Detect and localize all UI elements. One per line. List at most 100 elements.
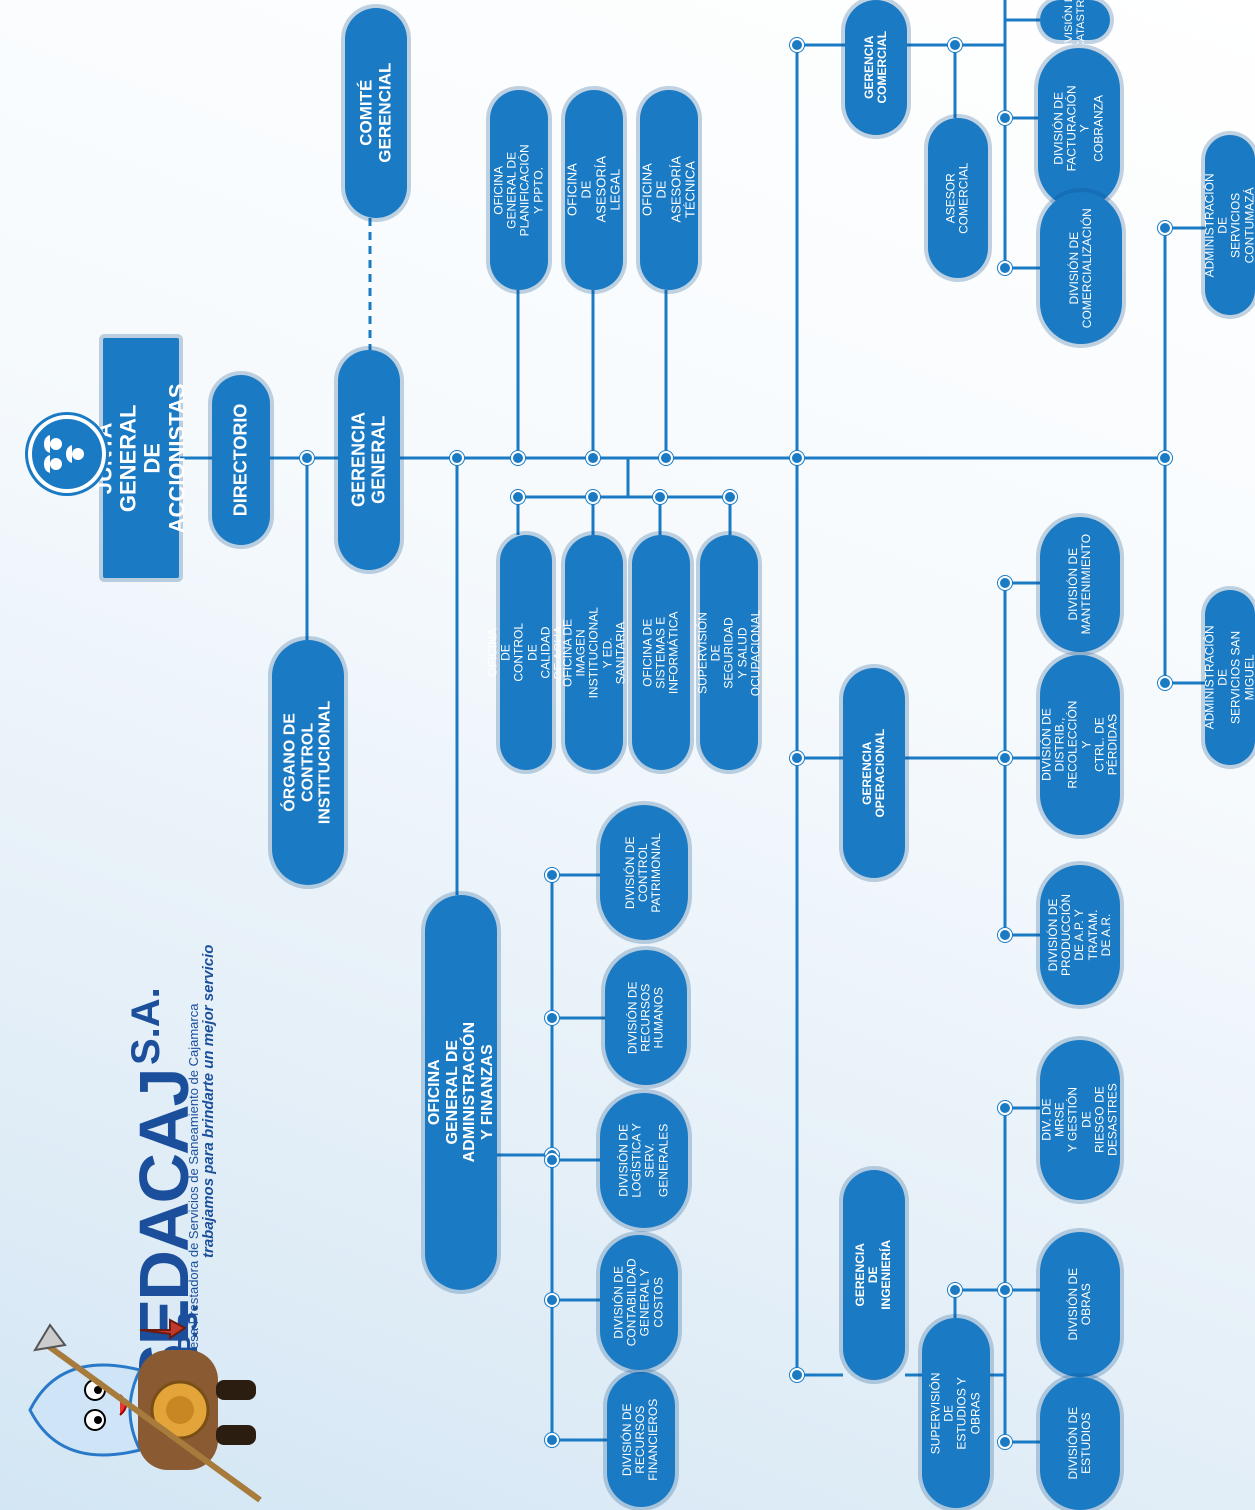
org-box-gerencia-general: GERENCIA GENERAL xyxy=(338,350,400,570)
org-box-mantenimiento: DIVISIÓN DE MANTENIMIENTO xyxy=(1040,517,1120,652)
junction-dot xyxy=(545,1293,559,1307)
org-box-seguridad: SUPERVISIÓN DE SEGURIDAD Y SALUD OCUPACI… xyxy=(695,535,762,770)
org-box-label: OFICINA GENERAL DE ADMINISTRACIÓN Y FINA… xyxy=(425,1022,496,1163)
junction-dot xyxy=(450,451,464,465)
org-box-comite: COMITÉ GERENCIAL xyxy=(345,8,407,218)
org-box-label: DIV. DE MRSE Y GESTIÓN DE RIESGO DE DESA… xyxy=(1039,1083,1120,1157)
org-box-label: GERENCIA OPERACIONAL xyxy=(859,728,888,818)
org-box-label: OFICINA DE ASESORÍA TÉCNICA xyxy=(639,156,698,223)
junction-dot xyxy=(998,1283,1012,1297)
org-box-obras: DIVISIÓN DE OBRAS xyxy=(1040,1232,1120,1377)
junction-dot xyxy=(545,1011,559,1025)
org-box-label: DIVISIÓN DE FACTURACIÓN Y COBRANZA xyxy=(1051,84,1106,172)
org-box-imagen: OFICINA DE IMAGEN INSTITUCIONAL Y ED. SA… xyxy=(560,535,627,770)
org-box-label: ADMINISTRACIÓN DE SERVICIOS SAN MIGUEL xyxy=(1202,625,1255,730)
junction-dot xyxy=(998,1435,1012,1449)
org-box-logistica: DIVISIÓN DE LOGÍSTICA Y SERV. GENERALES xyxy=(600,1093,688,1228)
org-box-recursos-humanos: DIVISIÓN DE RECURSOS HUMANOS xyxy=(605,950,687,1085)
junction-dot xyxy=(545,1433,559,1447)
junction-dot xyxy=(998,111,1012,125)
org-box-label: DIVISIÓN DE MANTENIMIENTO xyxy=(1065,534,1094,635)
org-box-label: GERENCIA DE INGENIERÍA xyxy=(853,1239,894,1311)
org-box-label: SUPERVISIÓN DE SEGURIDAD Y SALUD OCUPACI… xyxy=(695,609,762,696)
org-box-control-patrimonial: DIVISIÓN DE CONTROL PATRIMONIAL xyxy=(600,805,688,940)
junction-dot xyxy=(1158,221,1172,235)
org-box-label: GERENCIA COMERCIAL xyxy=(861,31,890,104)
org-box-label: DIVISIÓN DE CONTROL PATRIMONIAL xyxy=(623,832,664,913)
org-box-label: SUPERVISIÓN DE ESTUDIOS Y OBRAS xyxy=(928,1372,983,1454)
org-box-mrse: DIV. DE MRSE Y GESTIÓN DE RIESGO DE DESA… xyxy=(1039,1040,1120,1200)
org-box-label: OFICINA DE IMAGEN INSTITUCIONAL Y ED. SA… xyxy=(560,606,627,698)
org-box-asesor-comercial: ASESOR COMERCIAL xyxy=(928,118,988,278)
junction-dot xyxy=(998,1101,1012,1115)
org-box-gerencia-operacional: GERENCIA OPERACIONAL xyxy=(843,668,905,878)
junction-dot xyxy=(511,451,525,465)
org-box-san-miguel: ADMINISTRACIÓN DE SERVICIOS SAN MIGUEL xyxy=(1202,590,1255,765)
org-box-label: DIVISIÓN DE COMERCIALIZACIÓN xyxy=(1066,207,1095,329)
junction-dot xyxy=(790,1368,804,1382)
org-box-junta: JUNTA GENERAL DE ACCIONISTAS xyxy=(92,338,189,578)
org-box-label: ADMINISTRACIÓN DE SERVICIOS CONTUMAZÁ xyxy=(1202,172,1255,278)
org-box-catastro: DIVISIÓN DE CATASTRO xyxy=(1040,0,1110,53)
org-box-label: COMITÉ GERENCIAL xyxy=(356,62,395,164)
org-box-label: DIVISIÓN DE RECURSOS FINANCIEROS xyxy=(620,1398,661,1481)
org-box-directorio: DIRECTORIO xyxy=(212,375,270,545)
org-box-label: DIVISIÓN DE PRODUCCIÓN DE A.P. Y TRATAM.… xyxy=(1046,893,1113,977)
org-box-label: DIVISIÓN DE RECURSOS HUMANOS xyxy=(625,981,666,1054)
junction-dot xyxy=(1158,451,1172,465)
junction-dot xyxy=(948,1283,962,1297)
junction-dot xyxy=(998,576,1012,590)
org-box-label: DIVISIÓN DE OBRAS xyxy=(1065,1268,1093,1341)
junction-dot xyxy=(948,38,962,52)
org-box-produccion: DIVISIÓN DE PRODUCCIÓN DE A.P. Y TRATAM.… xyxy=(1040,865,1120,1005)
junction-dot xyxy=(790,751,804,765)
junction-dot xyxy=(545,868,559,882)
brand-slogan: trabajamos para brindarte un mejor servi… xyxy=(200,944,217,1258)
org-box-label: DIRECTORIO xyxy=(230,403,251,517)
org-box-facturacion: DIVISIÓN DE FACTURACIÓN Y COBRANZA xyxy=(1038,48,1120,208)
junction-dot xyxy=(790,38,804,52)
org-box-calidad-agua: OFICINA DE CONTROL DE CALIDAD DE AGUA xyxy=(485,535,565,770)
org-box-label: ÓRGANO DE CONTROL INSTITUCIONAL xyxy=(281,700,334,825)
junction-dot xyxy=(998,928,1012,942)
junction-dot xyxy=(300,451,314,465)
org-box-label: DIVISIÓN DE CATASTRO xyxy=(1062,0,1087,54)
org-box-distribucion: DIVISIÓN DE DISTRIB., RECOLECCIÓN Y CTRL… xyxy=(1039,655,1120,835)
junction-dot xyxy=(998,261,1012,275)
org-box-label: OFICINA DE ASESORÍA LEGAL xyxy=(564,156,623,223)
org-box-label: OFICINA GENERAL DE PLANIFICACIÓN Y PPTO. xyxy=(491,143,546,237)
junction-dot xyxy=(545,1153,559,1167)
company-logo: E.P.S. SEDACAJ S.A. Empresa Prestadora d… xyxy=(112,0,232,1510)
junction-dot xyxy=(998,751,1012,765)
org-box-label: DIVISIÓN DE CONTABILIDAD GENERAL Y COSTO… xyxy=(611,1258,666,1347)
shareholders-icon xyxy=(28,415,106,493)
junction-dot xyxy=(723,490,737,504)
junction-dot xyxy=(1158,676,1172,690)
org-box-asesoria-tecnica: OFICINA DE ASESORÍA TÉCNICA xyxy=(639,90,698,290)
org-box-contabilidad: DIVISIÓN DE CONTABILIDAD GENERAL Y COSTO… xyxy=(600,1235,678,1370)
junction-dot xyxy=(790,451,804,465)
org-box-label: JUNTA GENERAL DE ACCIONISTAS xyxy=(92,383,190,533)
org-box-asesoria-legal: OFICINA DE ASESORÍA LEGAL xyxy=(564,90,623,290)
org-box-label: OFICINA DE CONTROL DE CALIDAD DE AGUA xyxy=(485,622,566,682)
org-box-estudios: DIVISIÓN DE ESTUDIOS xyxy=(1040,1377,1120,1510)
org-box-label: DIVISIÓN DE ESTUDIOS xyxy=(1065,1407,1093,1480)
org-box-label: GERENCIA GENERAL xyxy=(348,412,388,508)
org-box-label: OFICINA DE SISTEMAS E INFORMÁTICA xyxy=(640,611,681,694)
mascot-illustration xyxy=(28,1318,262,1503)
org-box-label: ASESOR COMERCIAL xyxy=(943,162,971,234)
org-box-gerencia-comercial: GERENCIA COMERCIAL xyxy=(845,0,907,135)
org-box-label: DIVISIÓN DE DISTRIB., RECOLECCIÓN Y CTRL… xyxy=(1039,700,1120,790)
brand-suffix: S.A. xyxy=(124,987,168,1065)
junction-dot xyxy=(586,451,600,465)
junction-dot xyxy=(653,490,667,504)
org-box-label: DIVISIÓN DE LOGÍSTICA Y SERV. GENERALES xyxy=(616,1123,671,1198)
org-box-sistemas: OFICINA DE SISTEMAS E INFORMÁTICA xyxy=(632,535,690,770)
org-box-planificacion: OFICINA GENERAL DE PLANIFICACIÓN Y PPTO. xyxy=(490,90,548,290)
org-box-recursos-financieros: DIVISIÓN DE RECURSOS FINANCIEROS xyxy=(607,1372,675,1507)
junction-dot xyxy=(586,490,600,504)
org-box-comercializacion: DIVISIÓN DE COMERCIALIZACIÓN xyxy=(1040,192,1122,344)
org-box-admin-finanzas: OFICINA GENERAL DE ADMINISTRACIÓN Y FINA… xyxy=(425,895,497,1290)
org-box-supervision-obras: SUPERVISIÓN DE ESTUDIOS Y OBRAS xyxy=(922,1318,990,1508)
